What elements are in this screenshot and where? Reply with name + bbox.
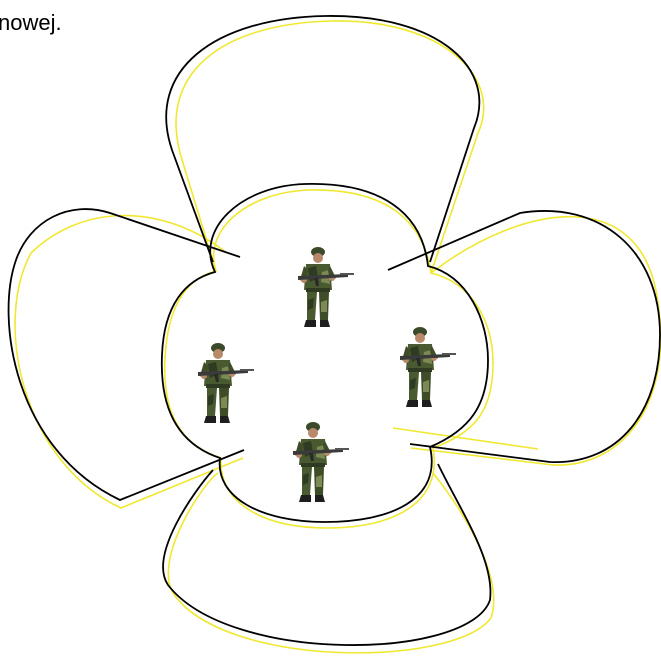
soldier-right bbox=[400, 327, 456, 407]
lobe-right bbox=[388, 211, 660, 462]
lobe-bottom bbox=[163, 464, 490, 645]
lobes-outline bbox=[9, 16, 660, 645]
soldier-bottom bbox=[293, 422, 349, 502]
highlight-outline bbox=[15, 21, 661, 653]
soldier-top bbox=[298, 247, 354, 327]
soldier-left bbox=[198, 343, 254, 423]
